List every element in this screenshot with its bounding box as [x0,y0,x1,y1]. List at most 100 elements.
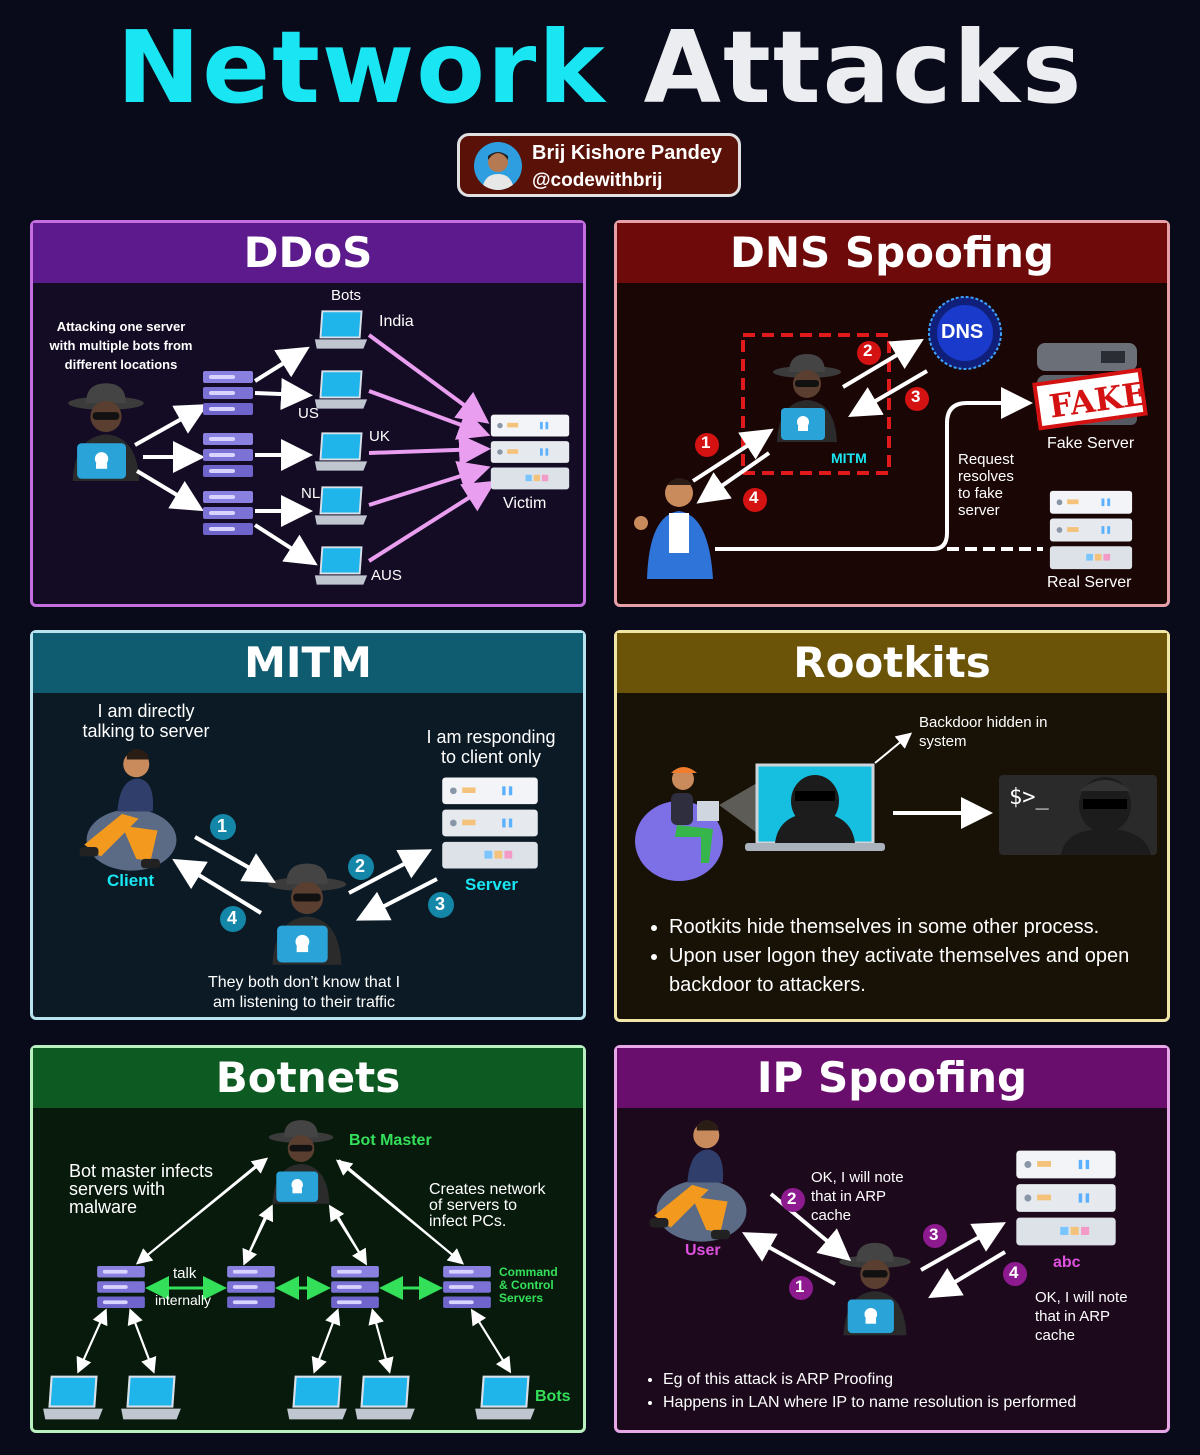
dns-request-note-line: Request [958,451,1014,468]
botnets-left-note-line: servers with [69,1179,166,1199]
ipspoof-step-3: 3 [929,1225,939,1244]
rootkits-bullet: Rootkits hide themselves in some other p… [669,913,1179,942]
dns-request-note: Request resolves to fake server [958,451,1014,519]
fake-stamp [1032,367,1148,431]
real-server-icon [1049,490,1133,570]
mitm-diagram [79,748,538,965]
ipspoof-bullet: Eg of this attack is ARP Proofing [663,1368,1183,1391]
screen-light [719,783,757,833]
ddos-location-uk: UK [369,428,390,445]
rootkits-panel: Rootkits Backdoor hidden in [614,630,1170,1022]
ddos-laptop-icon [313,546,369,586]
mitm-client-quote: I am directly talking to server [71,701,221,741]
mitm-server-quote: I am responding to client only [411,727,571,767]
dns-spoofing-panel: DNS Spoofing [614,220,1170,607]
rootkits-backdoor-note-line: system [919,733,967,750]
mitm-server-label: Server [465,875,518,894]
rootkits-title: Rootkits [793,638,991,687]
dns-globe-icon [928,296,1002,370]
avatar [474,142,522,190]
mitm-panel: MITM 1 2 3 4 I am directly talking to se… [30,630,586,1020]
dns-mitm-label: MITM [831,450,867,466]
dns-diagram [634,296,1148,579]
rootkits-backdoor-note: Backdoor hidden in system [919,713,1047,751]
ddos-location-india: India [379,313,414,330]
botnets-left-note-line: malware [69,1197,138,1217]
ddos-panel: DDoS Attacking one server with multiple … [30,220,586,607]
bot-master-hacker-icon [268,1120,334,1204]
mitm-header: MITM [33,633,583,693]
ipspoof-note-bottom-line: that in ARP [1035,1308,1111,1325]
dns-step-3: 3 [911,387,921,406]
ipspoof-header: IP Spoofing [617,1048,1167,1108]
ddos-note-line: Attacking one server [56,319,186,334]
cnc-label-line: Command [499,1265,558,1279]
rootkits-bullets: Rootkits hide themselves in some other p… [643,913,1179,1000]
dns-title: DNS Spoofing [729,228,1054,277]
ipspoof-diagram [649,1119,1116,1336]
ddos-laptop-icon [313,310,369,350]
ddos-laptop-icon [313,486,369,526]
dns-server-label: DNS [941,321,984,343]
ddos-server-rack-icon [203,371,253,415]
ddos-victim-server-icon [490,414,570,490]
author-name: Brij Kishore Pandey [532,142,723,164]
botnets-left-note: Bot master infects servers with malware [69,1162,213,1216]
botnets-internally-label: internally [155,1292,212,1308]
title-word-attacks: Attacks [643,9,1084,126]
ddos-note-line: different locations [64,357,178,372]
dns-step-2: 2 [863,341,873,360]
ddos-note-line: with multiple bots from [49,338,193,353]
ipspoof-abc-label: abc [1053,1254,1081,1271]
mitm-server-icon [442,777,538,869]
mitm-bottom-note: They both don’t know that I am listening… [151,973,457,1013]
botnets-left-note-line: Bot master infects [69,1161,214,1181]
mitm-client-quote-line: talking to server [82,721,210,741]
ddos-laptop-icon [313,432,369,472]
ddos-title: DDoS [243,228,373,277]
ddos-diagram [68,310,570,586]
dns-step-4: 4 [749,488,759,507]
bot-laptop-icon [286,1375,348,1421]
terminal-prompt: $>_ [1009,785,1049,810]
botnets-right-note-line: infect PCs. [429,1213,507,1230]
ipspoof-bullets: Eg of this attack is ARP Proofing Happen… [637,1368,1183,1414]
ipspoof-user-person-icon [649,1119,747,1242]
ipspoof-note-top: OK, I will note that in ARP cache [811,1168,904,1225]
ddos-location-nl: NL [301,485,321,502]
mitm-server-quote-line: I am responding [426,727,556,747]
botnets-right-note: Creates network of servers to infect PCs… [429,1182,546,1230]
mitm-box [741,333,891,475]
cnc-label: Command & Control Servers [499,1266,558,1305]
rootkits-diagram [635,732,1157,881]
dns-step-1: 1 [701,433,711,452]
dns-user-icon [634,478,713,579]
ipspoof-step-1: 1 [795,1277,805,1296]
botnets-header: Botnets [33,1048,583,1108]
title-word-network: Network [116,9,607,126]
bot-laptop-icon [42,1375,104,1421]
ipspoof-note-bottom-line: cache [1035,1327,1076,1344]
dns-header: DNS Spoofing [617,223,1167,283]
mitm-client-person-icon [79,748,177,871]
ipspoof-note-bottom: OK, I will note that in ARP cache [1035,1288,1128,1345]
ip-spoofing-panel: IP Spoofing 1 2 3 4 User abc OK, I will … [614,1045,1170,1433]
ddos-location-us: US [298,405,319,422]
mitm-step-2: 2 [355,856,366,876]
terminal-window-icon [999,775,1157,855]
cnc-server-rack-icon [227,1266,275,1308]
bots-label: Bots [535,1388,571,1405]
rootkits-header: Rootkits [617,633,1167,693]
rootkits-user-icon [635,767,723,881]
mitm-step-1: 1 [217,816,228,836]
botnets-diagram [42,1120,536,1421]
botnets-right-note-line: of servers to [429,1197,518,1214]
mitm-bottom-note-line: They both don’t know that I [207,974,401,991]
ipspoof-user-label: User [685,1242,721,1259]
mitm-server-quote-line: to client only [440,747,542,767]
cnc-label-line: & Control [499,1278,554,1292]
botnets-panel: Botnets [30,1045,586,1433]
rootkits-bullet: Upon user logon they activate themselves… [669,942,1179,1000]
bot-laptop-icon [120,1375,182,1421]
dns-hacker-icon [773,354,841,442]
